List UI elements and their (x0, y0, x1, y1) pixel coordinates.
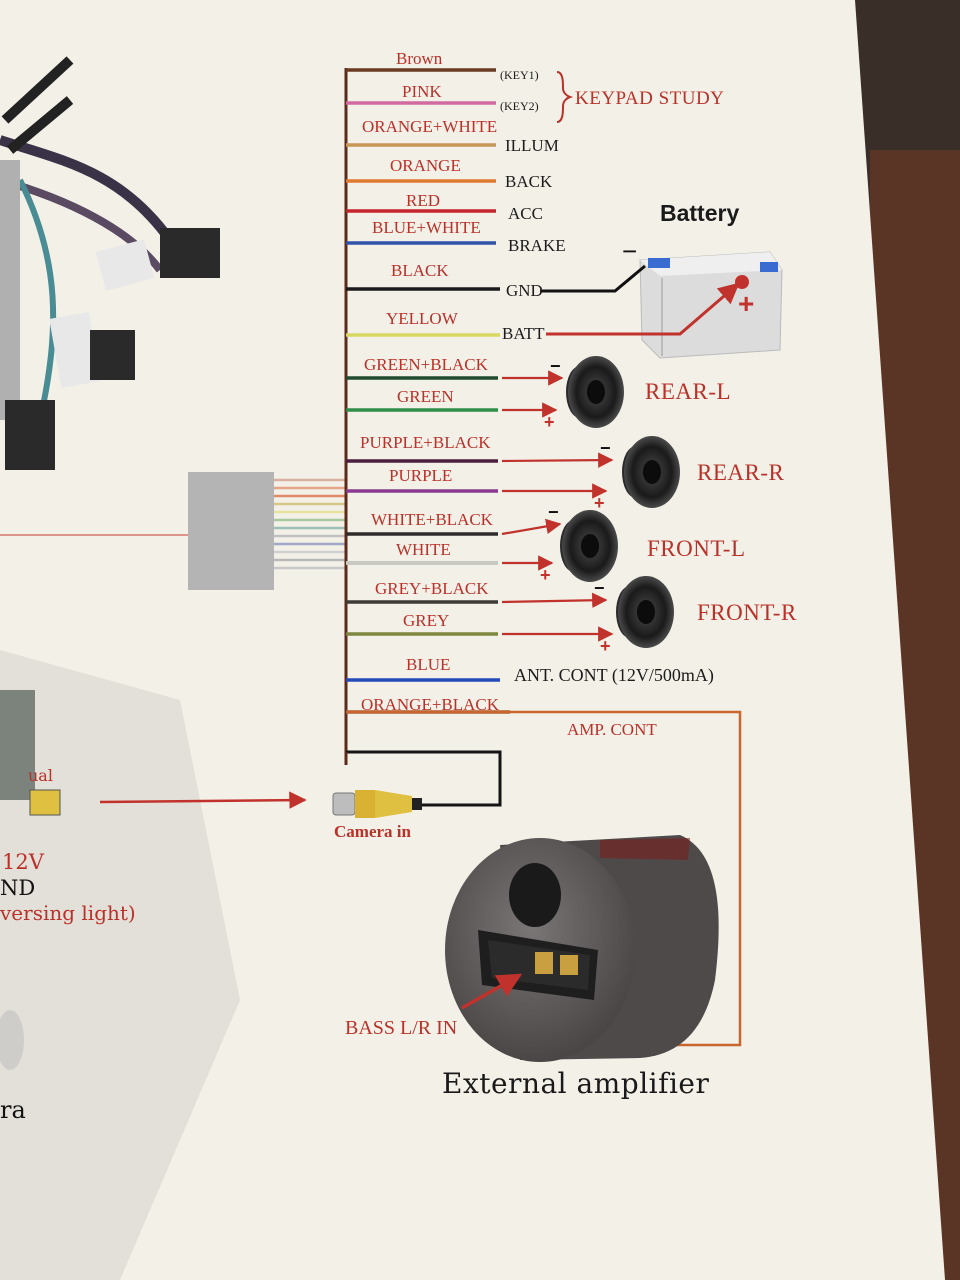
subwoofer-illustration (445, 835, 719, 1062)
wire-label: GREEN (397, 387, 454, 406)
wire-function-label: BACK (505, 172, 553, 191)
speaker-arrow (501, 452, 614, 468)
bass-in-arrow (461, 973, 523, 1010)
camera-arrow (99, 791, 307, 809)
battery-title: Battery (660, 200, 740, 226)
speaker-label-front-r: FRONT-R (697, 600, 797, 625)
wire-label: BLUE+WHITE (372, 218, 481, 237)
keypad-study-label: KEYPAD STUDY (575, 88, 725, 109)
polarity-sign: − (548, 502, 559, 522)
wire-function-label: BATT (502, 324, 545, 343)
wire-label: PURPLE (389, 466, 453, 485)
polarity-sign: − (594, 578, 605, 598)
left-fragment-ual: ual (28, 766, 53, 785)
left-fragment-reversing-light: versing light) (0, 901, 136, 925)
speaker-label-front-l: FRONT-L (647, 536, 746, 561)
camera-in-label: Camera in (334, 822, 411, 841)
battery-minus-sign: − (622, 236, 638, 266)
wire-label: WHITE (396, 540, 451, 559)
polarity-sign: + (540, 565, 551, 585)
keypad-brace (556, 71, 574, 123)
batt-wire-to-battery (546, 282, 740, 336)
wire-function-label: (KEY1) (500, 68, 539, 82)
battery-plus-sign: + (738, 288, 755, 319)
left-fragment-ra: ra (0, 1096, 26, 1124)
polarity-sign: + (594, 493, 605, 513)
wire-label: PURPLE+BLACK (360, 433, 491, 452)
wire-function-label: ILLUM (505, 136, 559, 155)
wire-label: BLUE (406, 655, 451, 674)
polarity-sign: + (600, 636, 611, 656)
speaker-icon (622, 436, 680, 508)
wire-label: Brown (396, 49, 443, 68)
speaker-arrow (501, 518, 562, 536)
external-amplifier-caption: External amplifier (442, 1067, 710, 1100)
wire-function-label: ANT. CONT (12V/500mA) (514, 665, 714, 685)
wire-function-label: ACC (508, 204, 543, 223)
polarity-sign: − (550, 356, 561, 376)
left-fragment-nd: ND (0, 876, 36, 900)
connector-fan-wires (274, 478, 346, 570)
gnd-wire-to-battery (540, 264, 646, 293)
wire-label: ORANGE (390, 156, 461, 175)
wire-function-label: GND (506, 281, 543, 300)
device-fragment (0, 690, 35, 800)
rca-camera-connector (332, 790, 422, 818)
wire-label: YELLOW (386, 309, 458, 328)
wire-label: PINK (402, 82, 442, 101)
wire-label: WHITE+BLACK (371, 510, 493, 529)
speaker-arrows: − + − + − + − + (501, 356, 614, 656)
wire-label: ORANGE+BLACK (361, 695, 500, 714)
wire-label: GREEN+BLACK (364, 355, 488, 374)
speaker-label-rear-l: REAR-L (645, 379, 732, 404)
speakers (560, 356, 680, 648)
amp-cont-label: AMP. CONT (567, 720, 657, 739)
wire-label: BLACK (391, 261, 449, 280)
wire-label: RED (406, 191, 440, 210)
camera-wire (346, 750, 502, 807)
rca-fragment (29, 789, 61, 816)
wire-lines (346, 68, 510, 714)
wire-label: GREY+BLACK (375, 579, 489, 598)
speaker-icon (560, 510, 618, 582)
wire-label: GREY (403, 611, 450, 630)
wire-function-label: (KEY2) (500, 99, 539, 113)
speaker-label-rear-r: REAR-R (697, 460, 785, 485)
bass-lr-in-label: BASS L/R IN (345, 1017, 458, 1039)
speaker-arrow (501, 592, 608, 608)
wiring-connector-block (188, 472, 274, 590)
speaker-icon (616, 576, 674, 648)
wiring-harness-illustration (0, 56, 220, 470)
polarity-sign: + (544, 412, 555, 432)
battery-icon (639, 251, 783, 359)
wire-function-label: BRAKE (508, 236, 566, 255)
left-fragment-12v: 12V (2, 850, 44, 874)
speaker-icon (566, 356, 624, 428)
polarity-sign: − (600, 438, 611, 458)
wire-label: ORANGE+WHITE (362, 117, 498, 136)
